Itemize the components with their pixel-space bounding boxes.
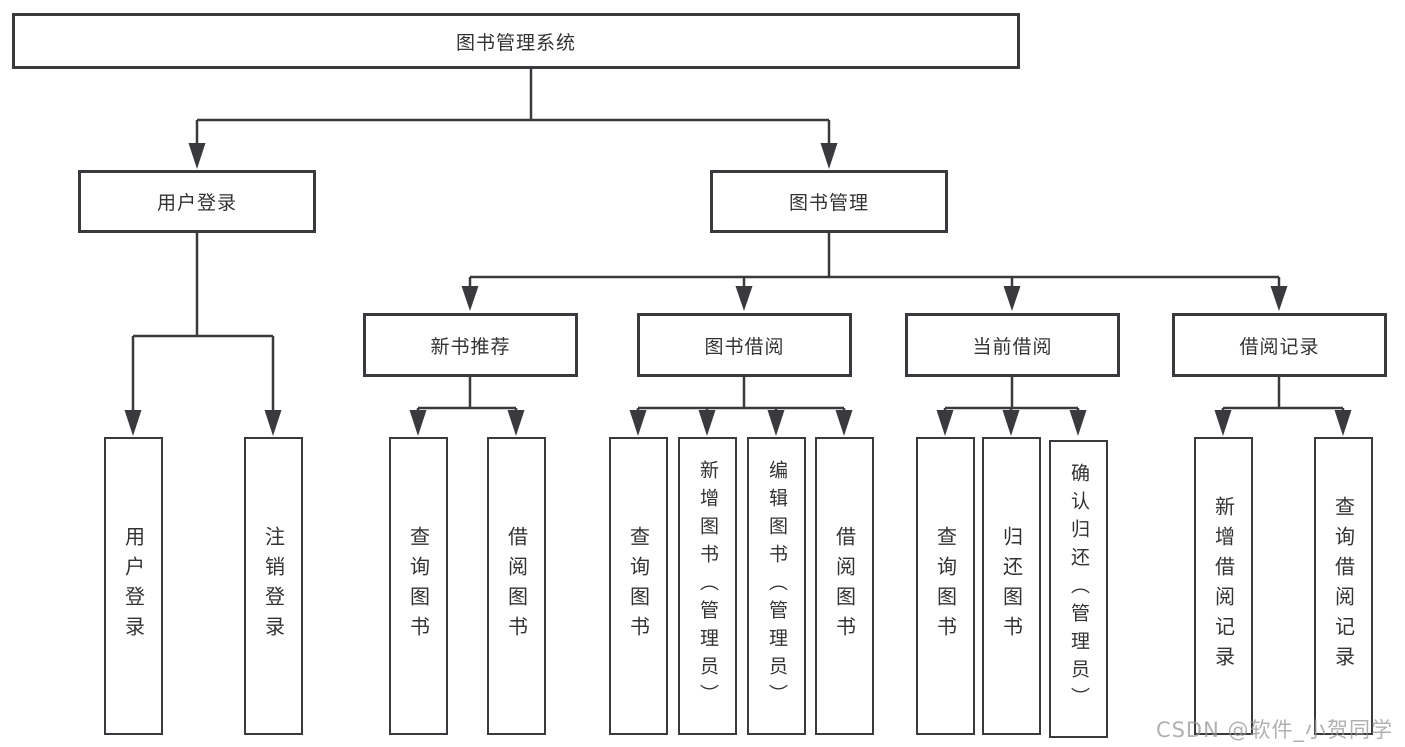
node-label: 用户登录 <box>121 526 146 646</box>
node-borrowing-records: 借阅记录 <box>1172 313 1387 377</box>
arrowheads <box>124 143 1352 436</box>
leaf-user-login: 用户登录 <box>104 437 163 735</box>
leaf-borrow-books-recommend: 借阅图书 <box>487 437 546 735</box>
node-label: 编辑图书（管理员） <box>766 460 788 712</box>
node-label: 当前借阅 <box>972 335 1053 358</box>
node-label: 借阅图书 <box>504 526 529 646</box>
node-label: 查询图书 <box>933 526 958 646</box>
node-label: 借阅图书 <box>832 526 857 646</box>
node-label: 用户登录 <box>156 192 237 214</box>
leaf-query-borrow-record: 查询借阅记录 <box>1314 437 1373 735</box>
leaf-confirm-return-admin: 确认归还（管理员） <box>1049 440 1108 738</box>
node-book-borrowing: 图书借阅 <box>637 313 852 377</box>
leaf-edit-book-admin: 编辑图书（管理员） <box>747 437 806 735</box>
node-root-book-management-system: 图书管理系统 <box>12 13 1020 69</box>
node-label: 新增借阅记录 <box>1211 496 1236 676</box>
node-new-book-recommendation: 新书推荐 <box>363 313 578 377</box>
node-label: 图书借阅 <box>704 335 785 358</box>
node-label: 新增图书（管理员） <box>697 460 719 712</box>
node-label: 借阅记录 <box>1239 335 1320 358</box>
node-label: 注销登录 <box>261 526 286 646</box>
leaf-borrow-books: 借阅图书 <box>815 437 874 735</box>
leaf-query-books-current: 查询图书 <box>916 437 975 735</box>
leaf-add-book-admin: 新增图书（管理员） <box>678 437 737 735</box>
node-label: 确认归还（管理员） <box>1068 463 1090 715</box>
node-user-login: 用户登录 <box>78 170 316 233</box>
node-label: 查询借阅记录 <box>1331 496 1356 676</box>
node-label: 归还图书 <box>999 526 1024 646</box>
leaf-query-books-borrow: 查询图书 <box>609 437 668 735</box>
csdn-watermark: CSDN @软件_小贺同学 <box>1155 718 1393 742</box>
leaf-query-books-recommend: 查询图书 <box>389 437 448 735</box>
leaf-logout: 注销登录 <box>244 437 303 735</box>
node-label: 图书管理 <box>788 192 869 214</box>
node-label: 查询图书 <box>626 526 651 646</box>
leaf-return-books: 归还图书 <box>982 437 1041 735</box>
node-current-borrowing: 当前借阅 <box>905 313 1120 377</box>
node-label: 新书推荐 <box>430 335 511 358</box>
node-label: 图书管理系统 <box>455 31 576 54</box>
node-book-management: 图书管理 <box>710 170 948 233</box>
leaf-add-borrow-record: 新增借阅记录 <box>1194 437 1253 735</box>
node-label: 查询图书 <box>406 526 431 646</box>
